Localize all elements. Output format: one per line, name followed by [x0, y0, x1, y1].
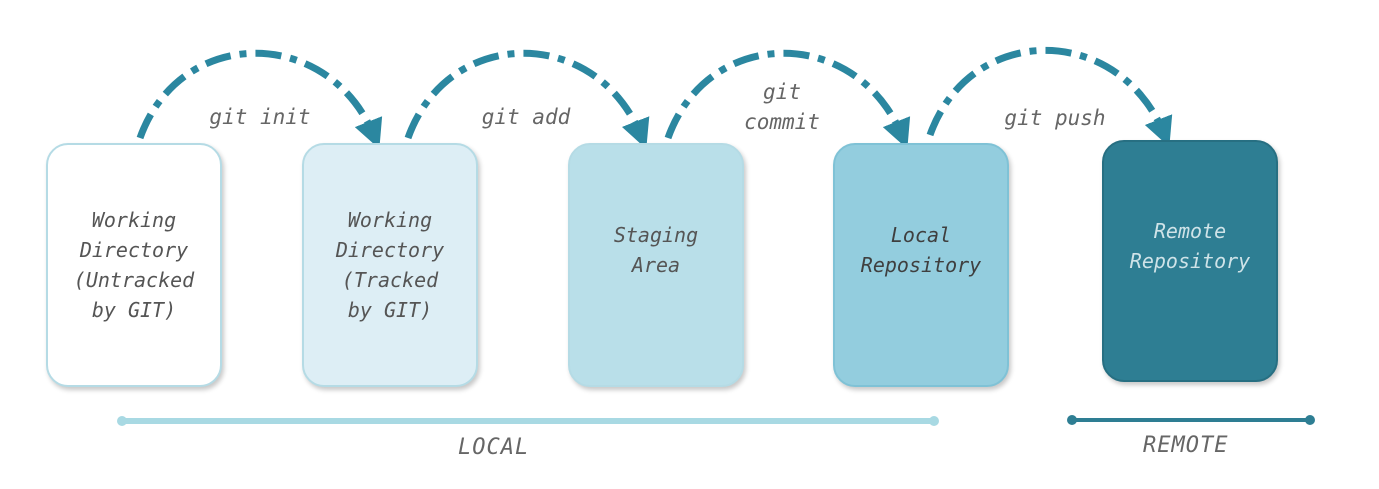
- remote-bar-end-cap: [1305, 415, 1315, 425]
- command-label-git-commit: git commit: [744, 80, 820, 134]
- local-bar-start-cap: [117, 416, 127, 426]
- stage-box-remote-repository: Remote Repository: [1102, 140, 1278, 382]
- stage-box-untracked: Working Directory (Untracked by GIT): [46, 143, 222, 387]
- local-group-label: LOCAL: [458, 435, 530, 460]
- stage-label-line: Remote: [1153, 219, 1227, 243]
- arrow-git-add: [404, 49, 650, 149]
- stage-label-line: Repository: [1129, 249, 1251, 273]
- stage-label-line: by GIT): [91, 298, 177, 322]
- stage-box-staging-area: Staging Area: [568, 143, 744, 387]
- stage-label-line: Working: [91, 208, 177, 232]
- stage-label-line: Working: [347, 208, 433, 232]
- stage-label-line: (Untracked: [73, 268, 195, 292]
- stage-label-line: Directory: [335, 238, 445, 262]
- stage-box-local-repository: Local Repository: [833, 143, 1009, 387]
- remote-bar-start-cap: [1067, 415, 1077, 425]
- remote-group-label: REMOTE: [1143, 433, 1229, 458]
- stage-label-line: Area: [631, 253, 681, 277]
- arrow-git-init: [136, 49, 383, 149]
- command-label-git-push: git push: [1004, 106, 1106, 130]
- stage-label-line: Local: [890, 223, 952, 247]
- arrow-git-push: [926, 46, 1173, 147]
- command-label-git-init: git init: [209, 105, 311, 129]
- stage-box-tracked: Working Directory (Tracked by GIT): [302, 143, 478, 387]
- local-bar-end-cap: [929, 416, 939, 426]
- arrow-git-commit: [664, 49, 911, 149]
- stage-label-line: (Tracked: [341, 268, 439, 292]
- stage-label-line: Repository: [860, 253, 982, 277]
- stage-label-line: by GIT): [347, 298, 433, 322]
- stage-label-line: Staging: [613, 223, 699, 247]
- command-label-git-add: git add: [481, 105, 571, 129]
- stage-label-line: Directory: [79, 238, 189, 262]
